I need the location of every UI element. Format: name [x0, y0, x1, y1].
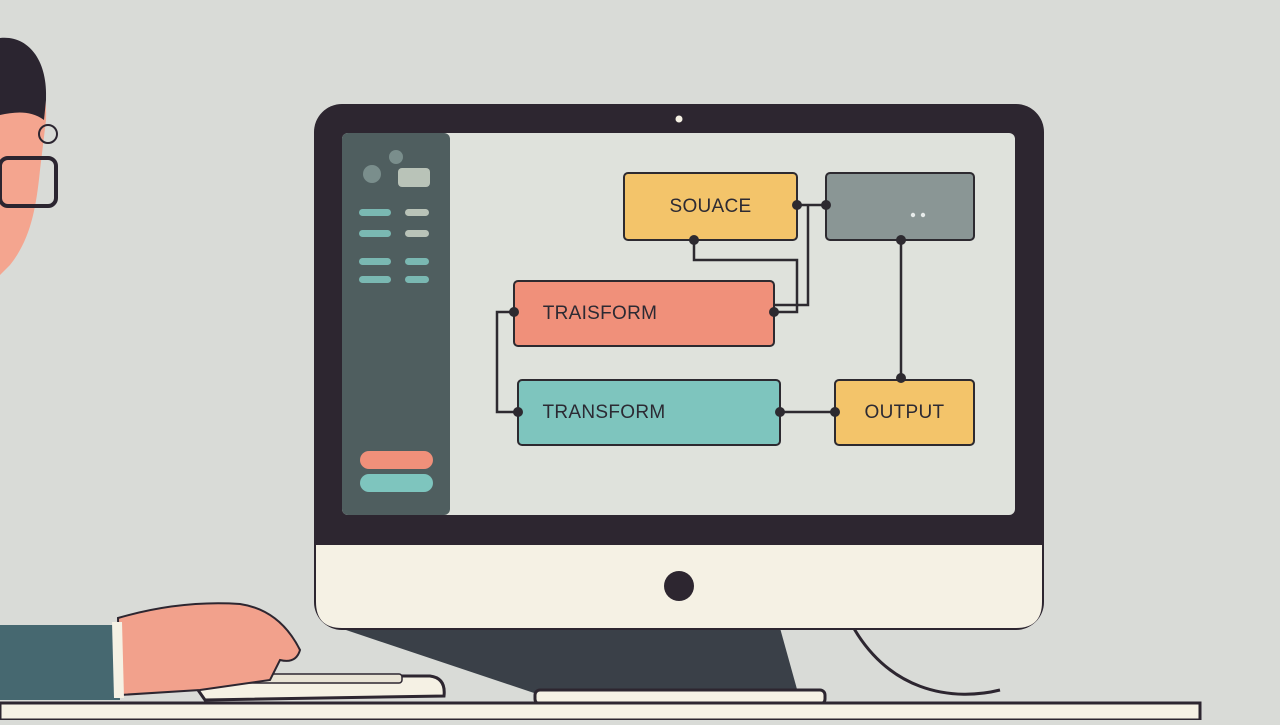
port[interactable]: [896, 235, 906, 245]
node-graph: [513, 172, 975, 446]
node-ports: [509, 200, 906, 417]
port[interactable]: [830, 407, 840, 417]
node-dots-icon: [920, 212, 926, 218]
wire-source-transform1: [692, 240, 799, 314]
port[interactable]: [689, 235, 699, 245]
port[interactable]: [775, 407, 785, 417]
monitor-logo-icon: [664, 571, 694, 601]
sidebar-menu-line[interactable]: [359, 209, 391, 216]
port[interactable]: [792, 200, 802, 210]
port[interactable]: [896, 373, 906, 383]
node-dots-icon: [910, 212, 916, 218]
sidebar-menu-line[interactable]: [405, 276, 429, 283]
sidebar-menu-line[interactable]: [359, 276, 391, 283]
monitor-cable: [838, 599, 1001, 696]
sidebar-button-primary[interactable]: [360, 451, 433, 469]
person-ear: [38, 124, 58, 144]
sidebar-menu-line[interactable]: [359, 230, 391, 237]
port[interactable]: [513, 407, 523, 417]
node-unknown[interactable]: [825, 172, 975, 241]
sidebar: [342, 133, 450, 515]
hand: [116, 602, 302, 697]
node-transform-2-label: TRANSFORM: [542, 401, 666, 423]
sidebar-logo-block: [398, 168, 430, 187]
sleeve: [0, 625, 120, 700]
port[interactable]: [769, 307, 779, 317]
cuff: [112, 622, 124, 698]
wire-source-transform1-b: [774, 205, 810, 307]
sidebar-menu-line[interactable]: [405, 209, 429, 216]
port[interactable]: [821, 200, 831, 210]
sidebar-logo-icon: [363, 165, 381, 183]
sidebar-logo-dot: [389, 150, 403, 164]
node-transform-1-label: TRAISFORM: [542, 302, 658, 324]
person: [0, 37, 58, 275]
node-source-label: SOUACE: [669, 195, 752, 217]
sidebar-button-secondary[interactable]: [360, 474, 433, 492]
person-hair: [0, 37, 47, 120]
port[interactable]: [509, 307, 519, 317]
glasses-icon: [0, 156, 58, 208]
webcam-icon: [675, 115, 683, 123]
sidebar-menu-line[interactable]: [405, 258, 429, 265]
wire-transform1-transform2: [495, 310, 518, 414]
sidebar-menu-line[interactable]: [359, 258, 391, 265]
sidebar-menu-line[interactable]: [405, 230, 429, 237]
desk: [0, 701, 1202, 722]
monitor-neck: [340, 628, 800, 700]
node-output-label: OUTPUT: [864, 401, 945, 423]
